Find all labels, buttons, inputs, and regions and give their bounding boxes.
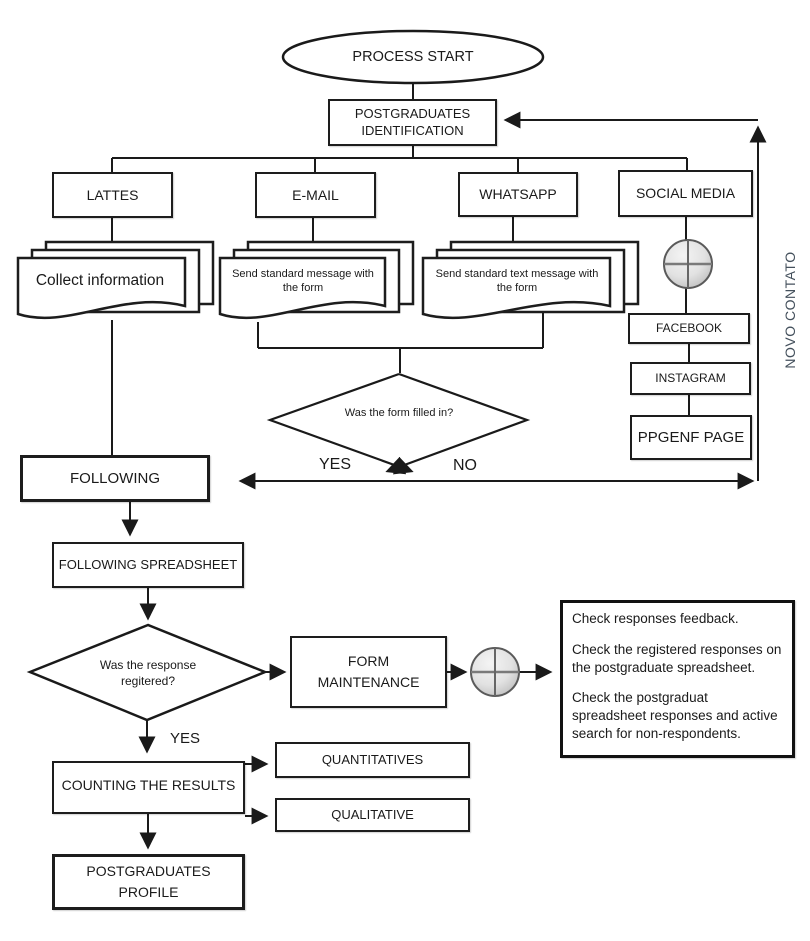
node-form-maintenance: FORM MAINTENANCE xyxy=(290,636,447,708)
decision-response-registered-label: Was the response regitered? xyxy=(99,658,197,688)
node-quantitatives: QUANTITATIVES xyxy=(275,742,470,778)
lattes-document-stack xyxy=(16,240,215,320)
decision-response-registered-shape xyxy=(26,623,269,722)
node-instagram: INSTAGRAM xyxy=(630,362,751,395)
node-following: FOLLOWING xyxy=(20,455,210,502)
maintenance-notes: Check responses feedback. Check the regi… xyxy=(560,600,795,758)
note-item: Check responses feedback. xyxy=(572,611,739,626)
node-postgraduates-profile: POSTGRADUATES PROFILE xyxy=(52,854,245,910)
node-ppgenf-page: PPGENF PAGE xyxy=(630,415,752,460)
branch-no-label: NO xyxy=(453,457,477,474)
social-media-junction-icon xyxy=(663,239,713,289)
decision-form-filled-shape xyxy=(266,372,531,475)
node-facebook: FACEBOOK xyxy=(628,313,750,344)
branch-yes-label: YES xyxy=(318,456,351,473)
node-counting-the-results: COUNTING THE RESULTS xyxy=(52,761,245,814)
novo-contato-label: NOVO CONTATO xyxy=(782,251,798,369)
node-lattes: LATTES xyxy=(52,172,173,218)
node-qualitative: QUALITATIVE xyxy=(275,798,470,832)
connector-lines xyxy=(111,83,690,455)
email-document-stack xyxy=(218,240,415,320)
connector-arrows xyxy=(121,111,767,850)
note-item: Check the registered responses on the po… xyxy=(572,641,782,675)
note-item: Check the postgraduat spreadsheet respon… xyxy=(572,690,778,742)
node-email: E-MAIL xyxy=(255,172,376,218)
doc-collect-information-label: Collect information xyxy=(35,272,165,289)
maintenance-junction-icon xyxy=(470,647,520,697)
process-start-shape xyxy=(281,29,545,85)
whatsapp-document-stack xyxy=(421,240,640,320)
node-social-media: SOCIAL MEDIA xyxy=(618,170,753,217)
node-whatsapp: WHATSAPP xyxy=(458,172,578,217)
node-following-spreadsheet: FOLLOWING SPREADSHEET xyxy=(52,542,244,588)
doc-send-standard-message-label: Send standard message with the form xyxy=(232,268,374,295)
process-start-label: PROCESS START xyxy=(352,49,474,65)
decision-form-filled-label: Was the form filled in? xyxy=(344,407,454,419)
branch-yes-response-label: YES xyxy=(169,730,200,747)
doc-send-standard-text-label: Send standard text message with the form xyxy=(435,268,599,295)
node-postgraduates-identification: POSTGRADUATES IDENTIFICATION xyxy=(328,99,497,146)
